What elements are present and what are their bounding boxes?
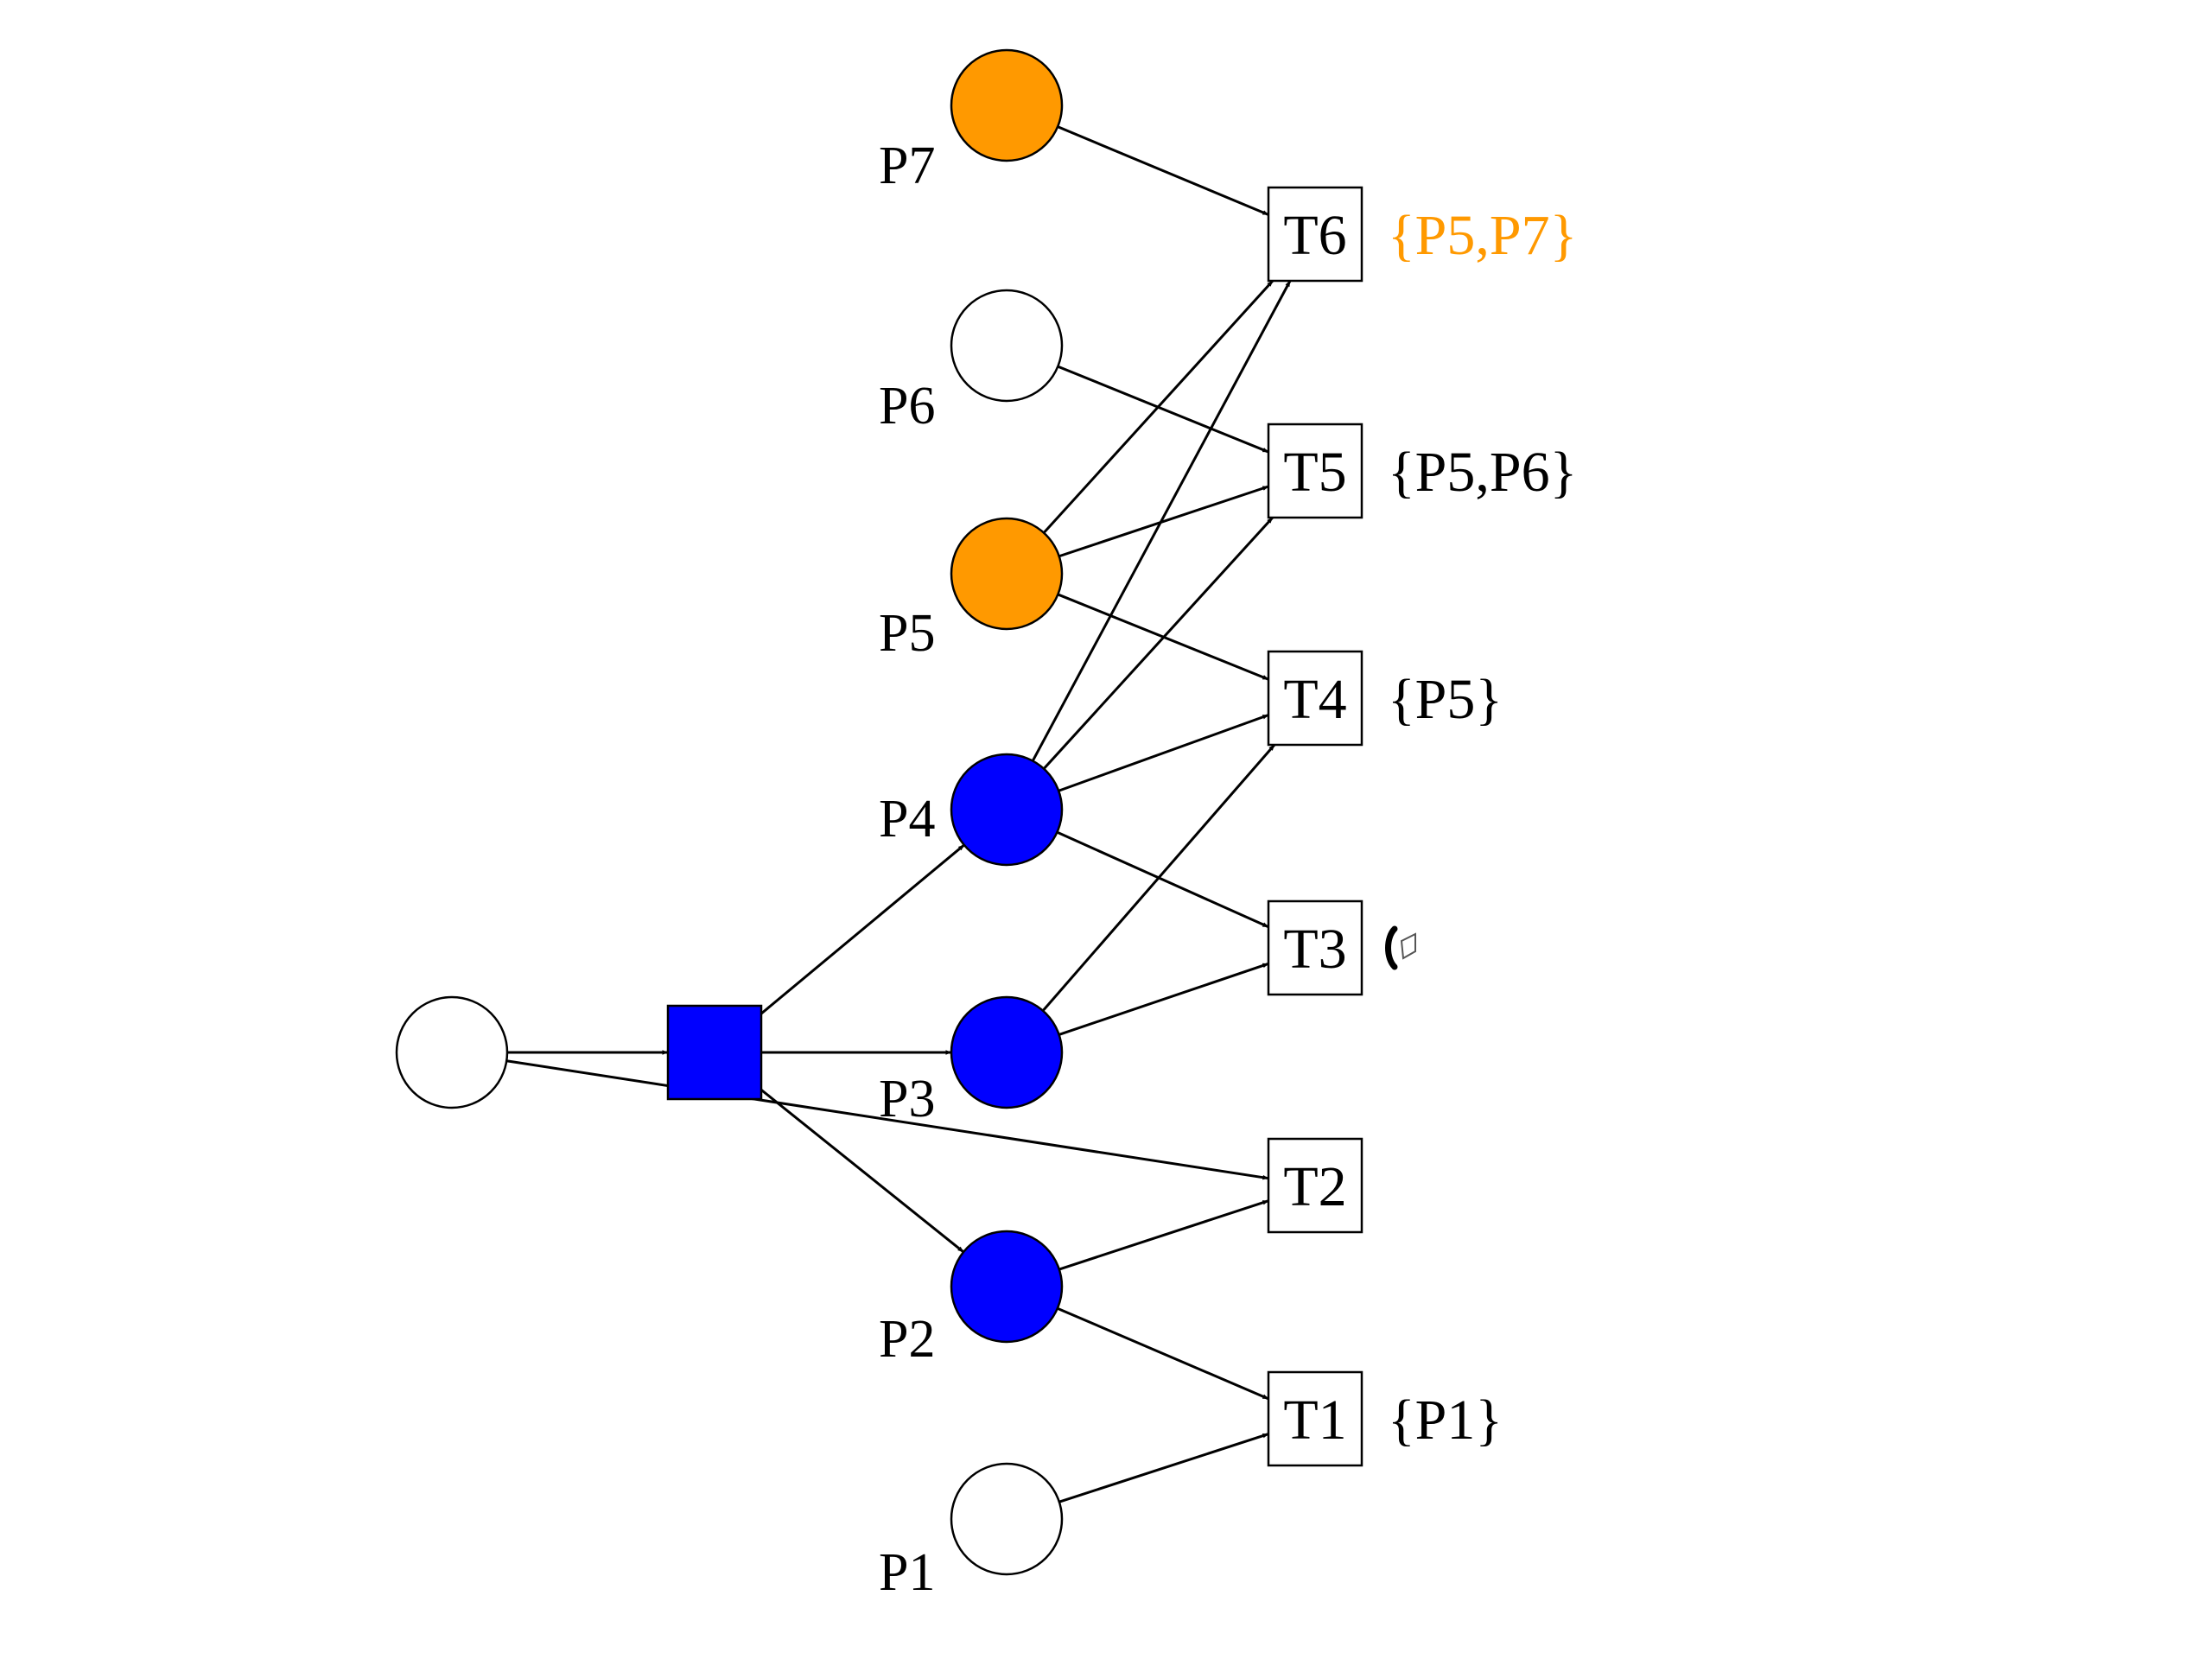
- transition-label-t1: T1: [1283, 1389, 1346, 1452]
- arc-p5-to-t6: [1042, 279, 1274, 534]
- place-source: [395, 995, 509, 1109]
- place-label-p3: P3: [879, 1070, 935, 1128]
- nodes-layer: [395, 48, 1363, 1576]
- place-p5: [950, 517, 1064, 631]
- place-p7: [950, 48, 1064, 162]
- transition-t3: [1267, 899, 1363, 996]
- place-label-p7: P7: [879, 137, 935, 195]
- place-p1: [950, 1462, 1064, 1576]
- transition-label-t6: T6: [1283, 204, 1346, 267]
- transition-label-t2: T2: [1283, 1155, 1346, 1218]
- arc-source-to-t2: [506, 1059, 1269, 1180]
- arcs-layer: [506, 125, 1292, 1503]
- place-label-p6: P6: [879, 377, 935, 435]
- place-p6: [950, 289, 1064, 403]
- arc-p7-to-t6: [1057, 125, 1269, 216]
- place-label-p2: P2: [879, 1310, 935, 1369]
- arc-p4-to-t5: [1042, 516, 1274, 770]
- broken-glyph-icon: [1385, 925, 1416, 970]
- arc-p2-to-t2: [1058, 1199, 1269, 1271]
- transition-set-t5: {P5,P6}: [1388, 441, 1577, 504]
- place-label-p5: P5: [879, 604, 935, 663]
- arc-p4-to-t6: [1031, 280, 1292, 762]
- place-p2: [950, 1230, 1064, 1344]
- arc-p2-to-t1: [1057, 1306, 1269, 1401]
- transition-center: [666, 1004, 763, 1101]
- arc-p4-to-t3: [1056, 830, 1269, 929]
- place-label-p4: P4: [879, 790, 935, 849]
- arc-p3-to-t4: [1041, 744, 1276, 1012]
- transition-t6: [1267, 186, 1363, 283]
- transition-set-t4: {P5}: [1388, 668, 1503, 731]
- arc-p4-to-t4: [1058, 714, 1269, 792]
- transition-t4: [1267, 650, 1363, 747]
- transition-t1: [1267, 1370, 1363, 1467]
- transition-label-t4: T4: [1283, 668, 1346, 731]
- place-p4: [950, 753, 1064, 867]
- arc-p3-to-t3: [1058, 962, 1269, 1036]
- place-label-p1: P1: [879, 1543, 935, 1602]
- transition-t2: [1267, 1137, 1363, 1234]
- arc-p5-to-t5: [1058, 485, 1269, 558]
- transition-label-t5: T5: [1283, 441, 1346, 504]
- transition-label-t3: T3: [1283, 918, 1346, 981]
- arc-p1-to-t1: [1058, 1433, 1269, 1503]
- transition-set-t6: {P5,P7}: [1388, 204, 1577, 267]
- transition-t5: [1267, 423, 1363, 519]
- place-p3: [950, 995, 1064, 1109]
- transition-set-t1: {P1}: [1388, 1389, 1503, 1452]
- arc-center-to-p2: [760, 1089, 965, 1254]
- arc-p6-to-t5: [1057, 365, 1269, 454]
- arc-center-to-p4: [760, 843, 965, 1015]
